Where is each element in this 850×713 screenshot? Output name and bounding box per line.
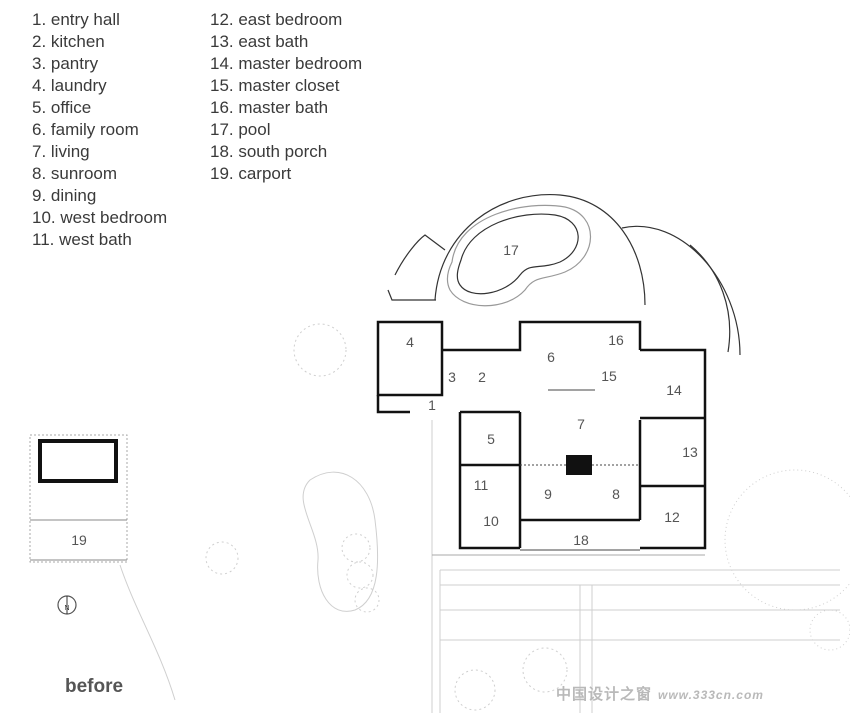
room-label: 2: [478, 369, 486, 385]
legend-item: 14. master bedroom: [210, 54, 363, 73]
legend-right-column: 12. east bedroom 13. east bath 14. maste…: [210, 9, 362, 185]
room-label: 5: [487, 431, 495, 447]
legend-item: 15. master closet: [210, 76, 340, 95]
watermark-url: www.333cn.com: [658, 688, 764, 702]
room-label: 10: [483, 513, 499, 529]
room-label: 12: [664, 509, 680, 525]
legend-item: 17. pool: [210, 120, 271, 139]
legend-item: 1. entry hall: [32, 10, 120, 29]
legend-item: 16. master bath: [210, 98, 329, 117]
room-label: 7: [577, 416, 585, 432]
legend-item: 8. sunroom: [32, 164, 118, 183]
room-label: 6: [547, 349, 555, 365]
room-label: 8: [612, 486, 620, 502]
room-labels: 1 2 3 4 5 6 7 8 9 10 11 12 13 14 15 16 1…: [64, 242, 698, 612]
legend-item: 4. laundry: [32, 76, 107, 95]
room-label: 18: [573, 532, 589, 548]
fireplace: [566, 455, 592, 475]
legend-item: 2. kitchen: [32, 32, 105, 51]
legend-item: 13. east bath: [210, 32, 309, 51]
compass: [57, 595, 77, 615]
room-label: 19: [71, 532, 87, 548]
legend-item: 18. south porch: [210, 142, 328, 161]
room-label: 17: [503, 242, 519, 258]
room-label: 1: [428, 397, 436, 413]
room-label: 15: [601, 368, 617, 384]
room-label: 3: [448, 369, 456, 385]
room-label: 14: [666, 382, 682, 398]
legend-item: 5. office: [32, 98, 92, 117]
carport: [29, 434, 128, 563]
room-label: 4: [406, 334, 414, 350]
legend-item: 6. family room: [32, 120, 139, 139]
room-label: 9: [544, 486, 552, 502]
room-label: 11: [474, 477, 489, 493]
legend-item: 11. west bath: [32, 230, 132, 249]
watermark-site: 中国设计之窗: [556, 686, 653, 703]
room-label: 13: [682, 444, 698, 460]
pool-area: [387, 193, 741, 356]
legend-item: 12. east bedroom: [210, 10, 343, 29]
landscape: [119, 323, 850, 713]
legend-item: 7. living: [32, 142, 90, 161]
legend-item: 19. carport: [210, 164, 292, 183]
room-label: 16: [608, 332, 624, 348]
caption-before: before: [65, 676, 124, 697]
legend-item: 10. west bedroom: [32, 208, 168, 227]
legend-left-column: 1. entry hall 2. kitchen 3. pantry 4. la…: [32, 9, 167, 251]
house-walls: [376, 320, 707, 550]
legend-item: 3. pantry: [32, 54, 99, 73]
legend-item: 9. dining: [32, 186, 97, 205]
watermark: 中国设计之窗 www.333cn.com: [556, 683, 764, 704]
compass-label: N: [64, 605, 69, 612]
